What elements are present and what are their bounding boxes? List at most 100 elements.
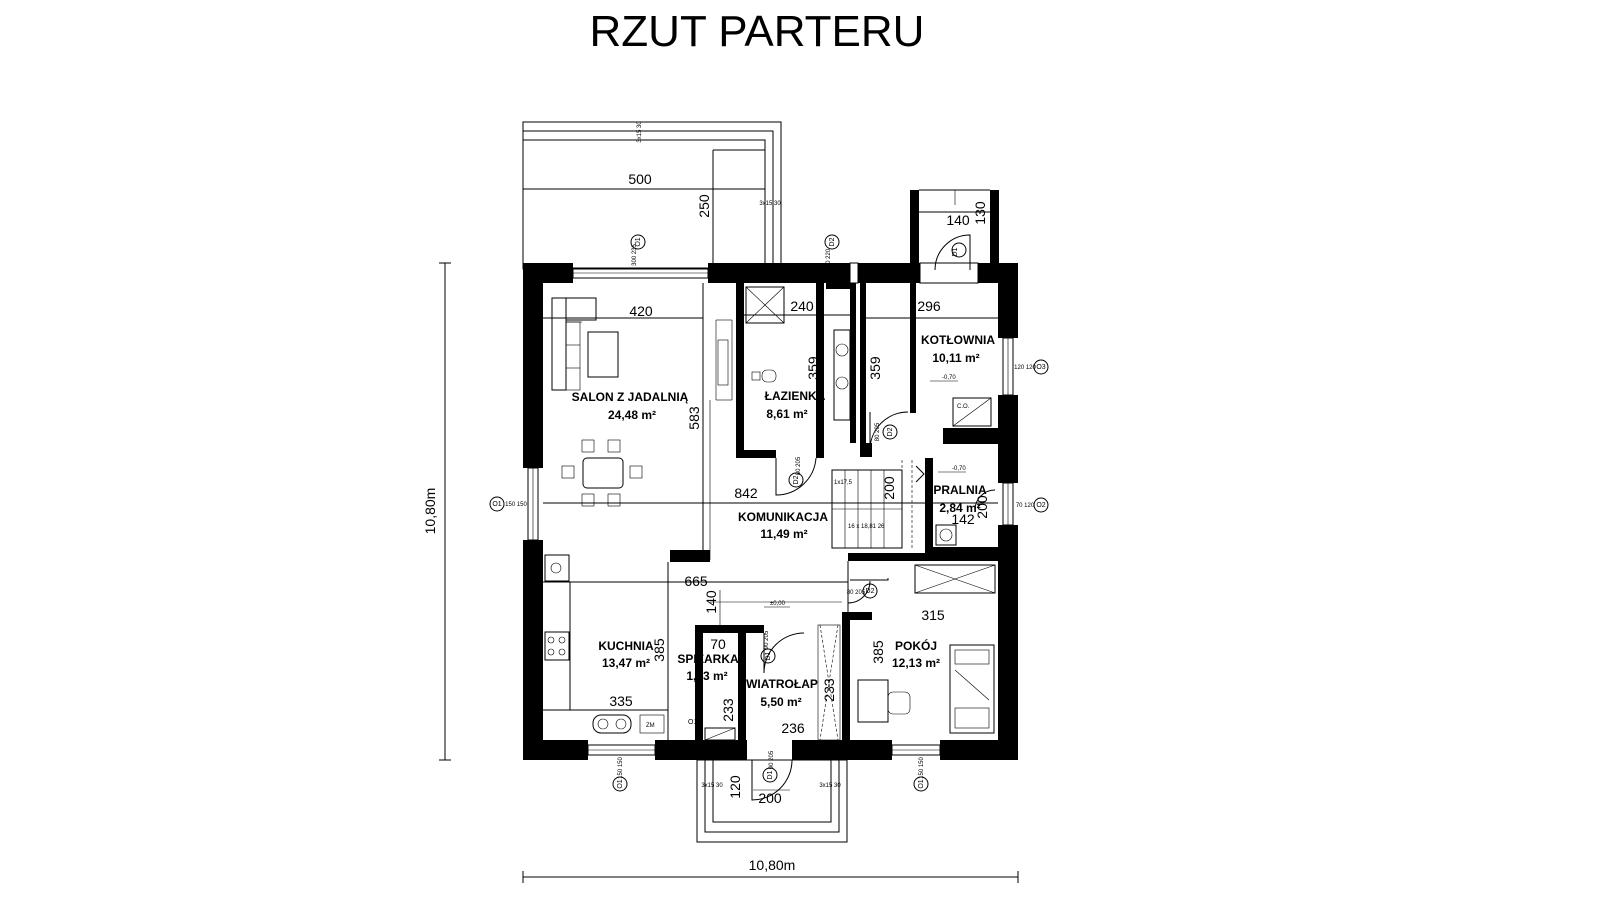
svg-text:D2: D2 <box>793 475 800 484</box>
marker-d2-kot <box>882 424 898 440</box>
dim-wiatrolap-width: 236 <box>781 720 805 736</box>
boiler-icon: C.O. <box>951 397 992 443</box>
room-name-pralnia: PRALNIA <box>933 483 987 497</box>
svg-text:O1: O1 <box>492 501 501 508</box>
dim-overall-width: 10,80m <box>749 857 796 873</box>
furniture: ZM C.O. <box>544 286 996 741</box>
svg-text:300 235: 300 235 <box>632 244 638 266</box>
dim-pralnia-depth: 200 <box>974 495 990 519</box>
room-labels: SALON Z JADALNIĄ 24,48 m² ŁAZIENKA 8,61 … <box>572 333 996 709</box>
svg-text:90 205: 90 205 <box>764 630 770 649</box>
marker-d2-laz <box>788 472 804 488</box>
room-name-lazienka: ŁAZIENKA <box>765 389 826 403</box>
entry-steps: 200 120 3x15 30 3x15 30 <box>696 759 848 843</box>
dim-stair-run: 200 <box>881 476 897 500</box>
door-marker-d1 <box>951 242 967 258</box>
terrace: 500 250 3x15 30 3x15 30 <box>522 121 782 270</box>
marker-o3 <box>1033 359 1049 375</box>
washing-machine-icon <box>935 489 996 546</box>
svg-text:70 220: 70 220 <box>826 248 832 267</box>
dim-salon-width: 420 <box>629 303 653 319</box>
dim-entry-width: 200 <box>758 790 782 806</box>
step-label-entry-left: 3x15 30 <box>701 783 723 789</box>
room-area-pralnia: 2,84 m² <box>939 501 980 515</box>
room-name-pokoj: POKÓJ <box>895 638 937 653</box>
svg-text:80 205: 80 205 <box>847 590 866 596</box>
marker-d2-top <box>824 234 840 250</box>
level-boiler: -0,70 <box>942 375 956 381</box>
exterior-walls <box>523 263 1018 760</box>
stairs-note: 1x17,5 <box>834 480 853 486</box>
room-area-kuchnia: 13,47 m² <box>602 656 650 670</box>
step-label-entry-right: 3x15 30 <box>819 783 841 789</box>
dim-salon-depth: 583 <box>686 406 702 430</box>
dim-kuchnia-width: 335 <box>609 693 633 709</box>
room-area-wiatrolap: 5,50 m² <box>760 695 801 709</box>
svg-text:O1: O1 <box>688 719 697 726</box>
svg-text:D1: D1 <box>767 770 774 779</box>
marker-d2-pokoj <box>862 583 878 599</box>
dim-hall-depth: 140 <box>703 590 719 614</box>
svg-text:D2: D2 <box>829 237 836 246</box>
step-label-terrace: 3x15 30 <box>759 201 781 207</box>
svg-text:90 205: 90 205 <box>769 750 775 769</box>
stairs-label: 16 x 18,81 26 <box>848 524 885 530</box>
dim-kuchnia-depth: 385 <box>651 638 667 662</box>
dimension-labels: 420 583 240 359 296 359 842 200 142 200 … <box>609 298 990 736</box>
dim-terrace-depth: 250 <box>696 194 712 218</box>
svg-text:D2: D2 <box>866 588 875 595</box>
dim-wiatrolap-depth: 233 <box>821 678 837 702</box>
room-area-pokoj: 12,13 m² <box>892 656 940 670</box>
bed-icon <box>857 564 996 734</box>
svg-text:150 150: 150 150 <box>919 757 925 779</box>
vestibule: 140 130 D1 <box>910 189 999 271</box>
windows <box>527 262 1014 756</box>
svg-text:D1: D1 <box>952 247 959 256</box>
marker-d1-wiatrolap <box>760 648 776 664</box>
svg-text:O2: O2 <box>1036 502 1045 509</box>
boiler-label: C.O. <box>957 404 970 410</box>
svg-text:80 205: 80 205 <box>875 422 881 441</box>
dim-spizarka-width: 70 <box>710 636 726 652</box>
room-name-spizarka: SPIŻARKA <box>677 651 739 666</box>
level-pralnia: -0,70 <box>952 466 966 472</box>
room-name-komunikacja: KOMUNIKACJA <box>738 510 828 524</box>
dim-lazienka-depth: 359 <box>805 356 821 380</box>
dim-vestibule-depth: 130 <box>972 201 988 225</box>
step-label-top: 3x15 30 <box>637 121 643 143</box>
dim-terrace-width: 500 <box>628 171 652 187</box>
marker-o1-kitchen <box>612 776 628 792</box>
room-name-wiatrolap: WIATROŁAP <box>746 677 818 691</box>
svg-text:D1: D1 <box>765 651 772 660</box>
marker-o2 <box>1033 497 1049 513</box>
dim-pokoj-depth: 385 <box>870 640 886 664</box>
partitions <box>543 283 998 740</box>
dim-kotlownia-width: 296 <box>917 298 941 314</box>
stairs: 1x17,5 16 x 18,81 26 <box>831 460 925 549</box>
svg-text:70 120: 70 120 <box>1016 503 1035 509</box>
svg-text:O3: O3 <box>1036 364 1045 371</box>
svg-text:120 120: 120 120 <box>1014 365 1036 371</box>
room-area-komunikacja: 11,49 m² <box>760 527 807 541</box>
room-area-spizarka: 1,63 m² <box>686 669 727 683</box>
dim-entry-depth: 120 <box>727 775 743 799</box>
room-area-salon: 24,48 m² <box>608 408 656 422</box>
bathroom-fixtures-icon <box>717 286 851 421</box>
marker-d1-entry <box>762 767 778 783</box>
svg-text:150 150: 150 150 <box>618 757 624 779</box>
room-name-kuchnia: KUCHNIA <box>598 639 654 653</box>
markers: O1 300 235 D2 70 220 O1 150 150 O3 120 1… <box>489 234 1049 792</box>
dim-vestibule-width: 140 <box>946 212 970 228</box>
svg-text:O1: O1 <box>617 779 624 788</box>
room-area-lazienka: 8,61 m² <box>766 407 807 421</box>
dim-lazienka-width: 240 <box>790 298 814 314</box>
svg-text:150 150: 150 150 <box>505 502 527 508</box>
dim-hall-width: 665 <box>684 573 708 589</box>
svg-text:80 205: 80 205 <box>796 456 802 475</box>
dim-pralnia-width: 142 <box>951 511 975 527</box>
svg-text:D2: D2 <box>887 427 894 436</box>
level-ground: ±0,00 <box>770 601 786 607</box>
fridge-label: ZM <box>646 723 655 729</box>
kitchen-counter-icon: ZM <box>544 554 665 734</box>
dim-spizarka-depth: 233 <box>720 698 736 722</box>
